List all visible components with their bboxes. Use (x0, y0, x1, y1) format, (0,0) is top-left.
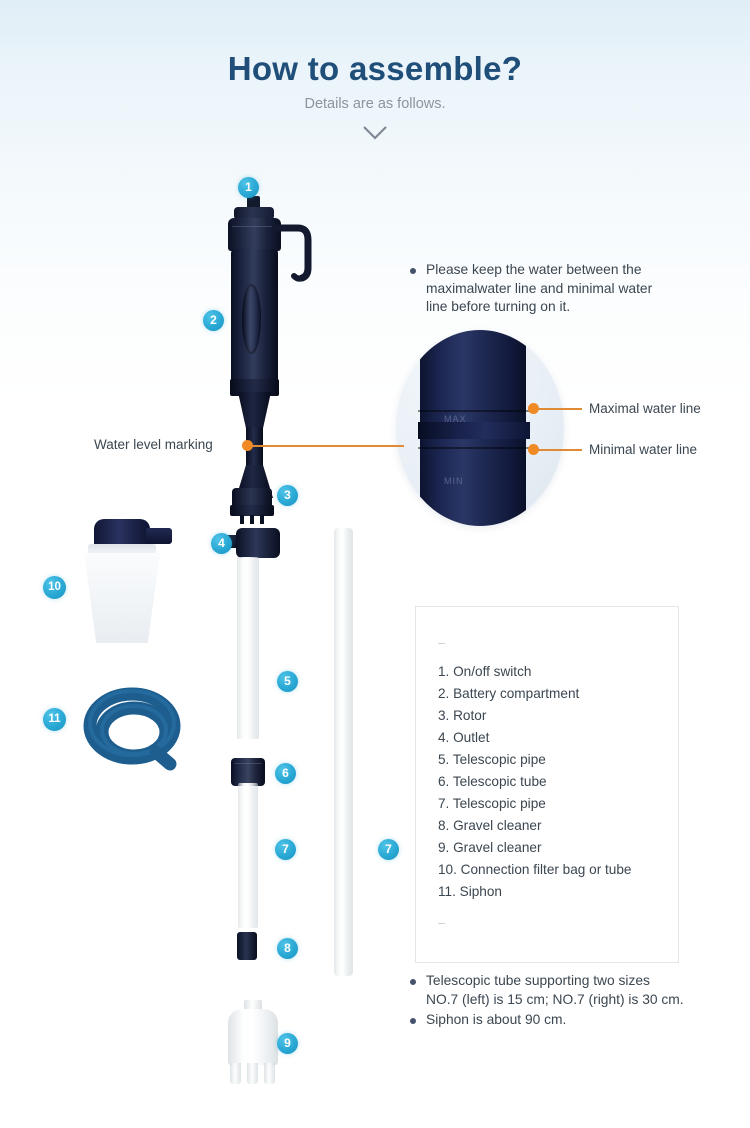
parts-list-item: 9. Gravel cleaner (438, 840, 542, 855)
badge-5: 5 (277, 671, 298, 692)
gravel-cleaner-large-illustration (222, 1000, 284, 1084)
magnified-water-line-view: MAX MIN (396, 330, 564, 526)
maximal-water-line-label: Maximal water line (589, 401, 701, 416)
pump-cap (234, 207, 274, 220)
connection-filter-bag-illustration (72, 519, 182, 646)
badge-10: 10 (43, 576, 66, 599)
rotor-mid (230, 505, 274, 516)
siphon-hose-illustration (83, 687, 181, 771)
parts-list-items: 1. On/off switch 2. Battery compartment … (438, 661, 631, 903)
parts-list-box: – 1. On/off switch 2. Battery compartmen… (415, 606, 679, 963)
notice-line-3: line before turning on it. (426, 299, 571, 315)
gravel-cleaner-prong-1 (230, 1063, 241, 1084)
filter-bag-cap (94, 519, 150, 547)
telescopic-tube-collar (231, 758, 265, 786)
outlet-illustration (224, 528, 280, 560)
gravel-cleaner-bell (228, 1009, 278, 1065)
hook-icon (272, 224, 312, 282)
page-title: How to assemble? (227, 50, 523, 87)
parts-list-dash-top: – (438, 635, 446, 650)
parts-list-item: 2. Battery compartment (438, 686, 580, 701)
footer-note-1-line-1: Telescopic tube supporting two sizes (426, 973, 650, 988)
water-level-marking-dot (242, 440, 253, 451)
embossed-max-label: MAX (444, 414, 467, 424)
pump-ring-upper (230, 379, 279, 389)
rotor-illustration (228, 488, 276, 524)
bullet-dot-icon (410, 268, 416, 274)
rotor-legs (240, 515, 264, 524)
page-subtitle: Details are as follows. (304, 96, 446, 112)
filter-bag-nozzle (146, 528, 172, 544)
badge-4: 4 (211, 533, 232, 554)
badge-7-right: 7 (378, 839, 399, 860)
footer-note-2-line-1: Siphon is about 90 cm. (426, 1012, 567, 1028)
outlet-head (236, 528, 280, 558)
gravel-cleaner-small-cap (237, 932, 257, 960)
telescopic-pipe-upper (237, 557, 259, 739)
pump-body-illustration (214, 196, 312, 514)
pump-mid-shaft (246, 427, 263, 467)
footer-notes-block: Telescopic tube supporting two sizes NO.… (410, 972, 710, 1030)
gravel-cleaner-prong-3 (264, 1063, 275, 1084)
footer-note-1-line-2: NO.7 (left) is 15 cm; NO.7 (right) is 30… (426, 991, 684, 1007)
notice-line-1: Please keep the water between the (426, 262, 642, 277)
badge-9: 9 (277, 1033, 298, 1054)
parts-list-item: 4. Outlet (438, 730, 490, 745)
badge-6: 6 (275, 763, 296, 784)
bullet-dot-icon (410, 1018, 416, 1025)
rotor-top (232, 488, 272, 508)
magnified-band (418, 422, 530, 439)
pump-window (242, 284, 261, 354)
parts-list-item: 11. Siphon (438, 884, 502, 899)
parts-list-item: 7. Telescopic pipe (438, 796, 546, 811)
maximal-water-line-dot (528, 403, 539, 414)
telescopic-pipe-lower (238, 783, 258, 928)
rotor-leg-2 (250, 515, 254, 524)
notice-block: Please keep the water between the maxima… (410, 261, 700, 317)
pump-taper-upper (238, 392, 271, 428)
parts-list-item: 8. Gravel cleaner (438, 818, 542, 833)
rotor-leg-3 (260, 515, 264, 524)
gravel-cleaner-prong-2 (247, 1063, 258, 1084)
water-level-marking-line (252, 445, 404, 447)
notice-bullet-row: Please keep the water between the maxima… (410, 261, 700, 317)
badge-8: 8 (277, 938, 298, 959)
parts-list-item: 3. Rotor (438, 708, 487, 723)
minimal-water-line-seam (418, 447, 530, 449)
maximal-water-line-line (538, 408, 582, 410)
parts-list-item: 6. Telescopic tube (438, 774, 547, 789)
badge-3: 3 (277, 485, 298, 506)
parts-list-dash-bottom: – (438, 915, 446, 930)
parts-list-item: 1. On/off switch (438, 664, 532, 679)
parts-list-item: 5. Telescopic pipe (438, 752, 546, 767)
maximal-water-line-seam (418, 410, 530, 412)
pump-collar (228, 218, 281, 251)
bullet-dot-icon (410, 979, 416, 985)
minimal-water-line-label: Minimal water line (589, 442, 698, 457)
on-off-switch-nozzle (247, 196, 260, 209)
footer-note-row-2: Siphon is about 90 cm. (410, 1011, 710, 1030)
chevron-down-icon (363, 126, 387, 140)
notice-line-2: maximalwater line and minimal water (426, 280, 653, 296)
footer-note-row-1: Telescopic tube supporting two sizes NO.… (410, 972, 710, 1009)
water-level-marking-label: Water level marking (94, 437, 213, 452)
minimal-water-line-line (538, 449, 582, 451)
telescopic-pipe-long (334, 528, 353, 976)
filter-bag-mesh (84, 553, 160, 643)
badge-2: 2 (203, 310, 224, 331)
pump-ring-lower (230, 386, 279, 396)
rotor-leg-1 (240, 515, 244, 524)
badge-7-left: 7 (275, 839, 296, 860)
badge-11: 11 (43, 708, 66, 731)
parts-list-item: 10. Connection filter bag or tube (438, 862, 632, 877)
minimal-water-line-dot (528, 444, 539, 455)
badge-1: 1 (238, 177, 259, 198)
embossed-min-label: MIN (444, 476, 464, 486)
